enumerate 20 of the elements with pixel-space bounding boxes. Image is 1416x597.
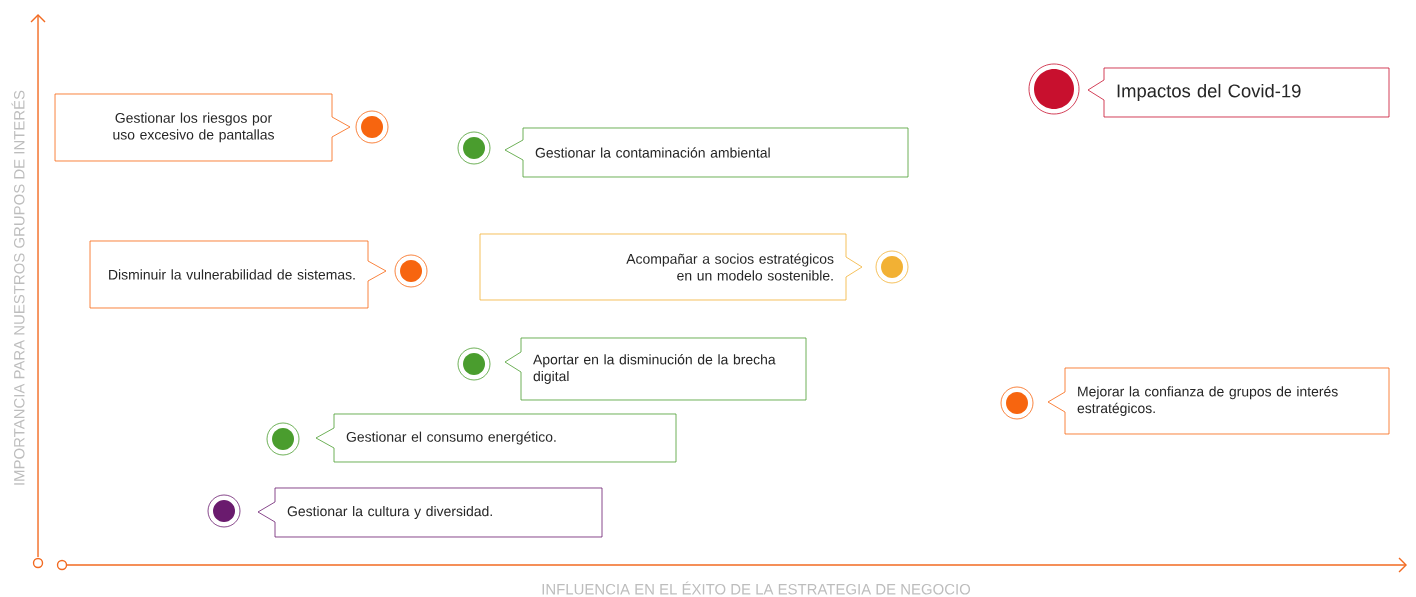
callout-box: Aportar en la disminución de la brecha digital (504, 337, 807, 401)
callout-box: Gestionar la cultura y diversidad. (257, 487, 603, 538)
circle-marker (266, 422, 300, 456)
circle-marker (207, 494, 241, 528)
circle-marker (457, 347, 491, 381)
circle-marker (1028, 63, 1080, 115)
axis-label: INFLUENCIA EN EL ÉXITO DE LA ESTRATEGIA DE NEGOCIO (542, 581, 971, 595)
circle-marker (394, 254, 428, 288)
circle-marker (1000, 386, 1034, 420)
circle-marker (875, 250, 909, 284)
callout-box: Mejorar la confianza de grupos de interés estratégicos. (1047, 367, 1390, 435)
circle-marker (457, 131, 491, 165)
axis-label: IMPORTANCIA PARA NUESTROS GRUPOS DE INTERÉS (11, 90, 25, 485)
callout-box: Gestionar el consumo energético. (315, 413, 677, 463)
circle-marker (355, 110, 389, 144)
callout-box: Gestionar la contaminación ambiental (504, 127, 909, 178)
callout-box: Disminuir la vulnerabilidad de sistemas. (89, 240, 387, 309)
callout-box: Acompañar a socios estratégicos en un modelo sostenible. (479, 233, 863, 301)
callout-box: Gestionar los riesgos por uso excesivo de pantallas (54, 93, 351, 162)
callout-box: Impactos del Covid-19 (1087, 67, 1390, 118)
